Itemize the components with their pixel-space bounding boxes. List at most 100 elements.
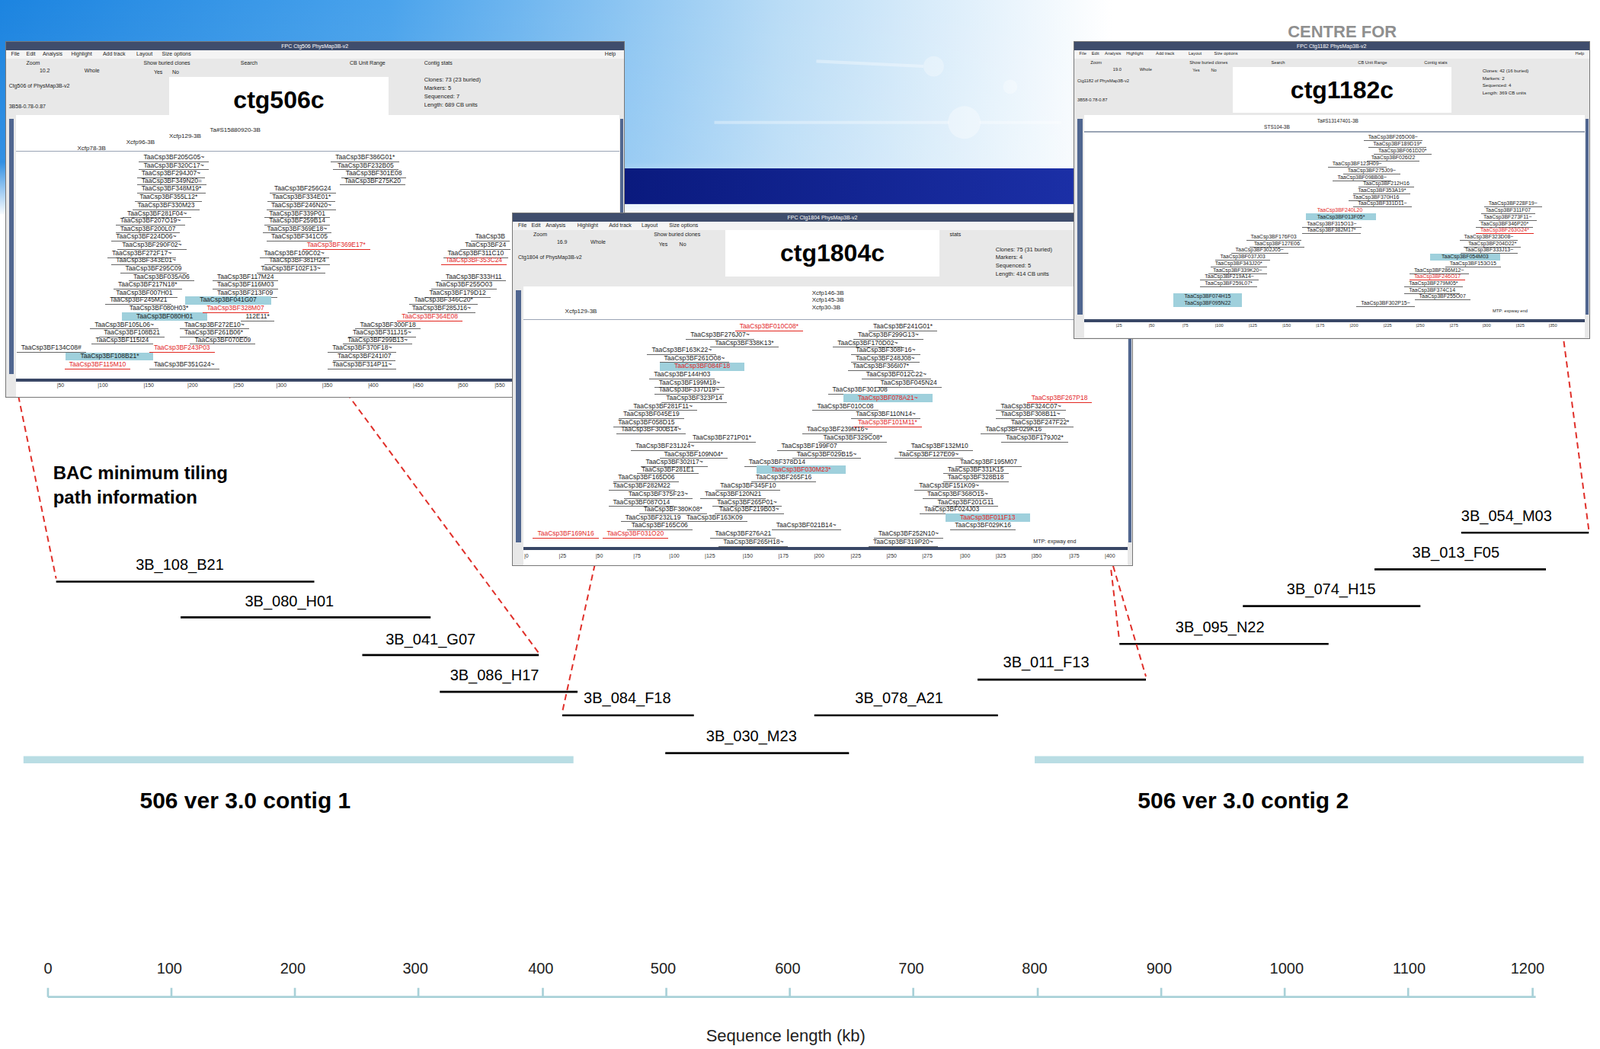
clone-label: TaaCsp3BF301J08 [832, 386, 888, 394]
clone-label: TaaCsp3BF101M11* [857, 419, 918, 427]
clone-span-line [688, 441, 756, 443]
clone-label: TaaCsp3BF255O03 [435, 281, 493, 289]
clone-label: TaaCsp3BF239M16~ [806, 425, 868, 434]
clone-label: TaaCsp3BF165D06 [617, 473, 675, 482]
figure-label: stats [950, 231, 962, 238]
clone-label: TaaCsp3BF265P01~ [716, 499, 778, 507]
clone-label: TaaCsp3BF272F17~ [112, 249, 172, 258]
clone-label: TaaCsp3BF246O17 [1414, 273, 1461, 280]
figure-label: 500 [650, 960, 676, 978]
window-title: FPC Ctg1182 PhysMap3B-v2 [1074, 41, 1590, 51]
clone-label: TaaCsp3BF248J08~ [855, 355, 915, 363]
clone-label: TaaCsp3BF116M03 [217, 281, 275, 289]
clone-label: TaaCsp3BF267P18 [1031, 394, 1088, 403]
clone-label: TaaCsp3BF199M18~ [659, 379, 720, 388]
clone-label: TaaCsp3BF261B06* [184, 329, 244, 337]
clone-label: TaaCsp3BF061D20* [1378, 147, 1428, 154]
clone-label: TaaCsp3BF343J20* [1215, 260, 1263, 267]
clone-label: TaaCsp3BF324C07~ [1000, 403, 1061, 411]
figure-label: 3B_041_G07 [385, 630, 476, 649]
figure-label: Edit [1091, 51, 1100, 57]
figure-label: Size options [1213, 51, 1238, 57]
clone-label: TaaCsp3BF300B14~ [620, 425, 682, 434]
clone-label: TaaCsp3BF328M07 [207, 304, 265, 313]
scroll-strip [1077, 118, 1083, 315]
clone-span-line [240, 320, 274, 322]
figure-label: CENTRE FOR [1287, 22, 1397, 42]
track-divider [1084, 131, 1584, 132]
figure-label: 3B_095_N22 [1175, 618, 1265, 637]
clone-label: TaaCsp3BF241G01* [873, 323, 933, 331]
figure-label: No [172, 69, 180, 76]
clone-label: TaaCsp3BF259L07* [1204, 280, 1252, 287]
figure-label: 1100 [1392, 960, 1426, 978]
clone-label: TaaCsp3BF380K08* [643, 505, 703, 514]
clone-label: TaaCsp3BF078A21~ [857, 394, 919, 403]
clone-span-line [64, 368, 132, 370]
figure-label: 1200 [1510, 960, 1546, 978]
figure-label: Ta#S15880920-3B [210, 126, 261, 134]
clone-label: TaaCsp3BF080H01 [136, 313, 193, 321]
clone-label: TaaCsp3BF265O08~ [1368, 134, 1418, 141]
clone-label: TaaCsp3BF308B11~ [1000, 410, 1060, 419]
figure-label: Highlight [577, 222, 599, 229]
clone-label: TaaCsp3BF246N20~ [271, 201, 332, 210]
clone-label: TaaCsp3BF351G24~ [153, 361, 215, 369]
figure-label: 3B_011_F13 [1003, 653, 1090, 672]
figure-label: 600 [774, 960, 800, 978]
figure-label: File [1079, 51, 1087, 57]
figure-label: Xcfp129-3B [169, 132, 202, 140]
clone-label: TaaCsp3BF349N20= [141, 177, 202, 186]
clone-label: TaaCsp3BF323D08~ [1464, 233, 1514, 240]
menu-bar [6, 50, 625, 59]
clone-label: TaaCsp3BF228F19~ [1488, 200, 1538, 207]
figure-label: |150 [742, 553, 754, 560]
clone-span-line [149, 352, 215, 353]
contig-label: ctg506c [233, 86, 324, 115]
figure-label: Sequenced: 4 [1482, 82, 1512, 88]
clone-label: TaaCsp3BF314P11~ [332, 361, 392, 369]
figure-label: |275 [921, 553, 933, 560]
contig-label-box: ctg1182c [1232, 67, 1453, 113]
clone-label: TaaCsp3BF259B14 [268, 217, 326, 225]
figure-label: Analysis [42, 51, 63, 58]
clone-label: TaaCsp3BF058D15 [617, 419, 675, 427]
clone-label: TaaCsp3BF153O15 [1449, 260, 1497, 267]
scroll-strip [9, 118, 15, 375]
figure-label: |350 [322, 382, 333, 389]
figure-label: MTP: expway end [1492, 308, 1528, 314]
clone-label: TaaCsp3BF341C05 [271, 233, 328, 241]
contig-label-box: ctg506c [169, 76, 389, 123]
menu-bar [1074, 50, 1591, 59]
clone-label: TaaCsp3BF300F18 [359, 321, 416, 330]
figure-label: Highlight [1126, 51, 1143, 57]
figure-label: MTP: expway end [1033, 538, 1076, 545]
figure-label: Edit [531, 222, 541, 229]
clone-label: TaaCsp3BF378D14 [748, 458, 806, 467]
figure-label: 200 [280, 960, 306, 978]
clone-label: TaaCsp3BF084F18 [674, 362, 730, 371]
clone-span-line [1356, 306, 1415, 308]
clone-label: TaaCsp3BF087O14 [613, 499, 671, 507]
clone-label: TaaCsp3BF151K09~ [918, 482, 980, 490]
clone-label: TaaCsp3BF031O20 [607, 530, 665, 538]
figure-label: |175 [778, 553, 790, 560]
figure-label: 506 ver 3.0 contig 2 [1137, 787, 1349, 815]
clone-span-line [950, 529, 1016, 531]
figure-label: 16.9 [556, 239, 568, 246]
clone-label: TaaCsp3BF271P01* [692, 434, 752, 442]
clone-label: TaaCsp3BF163K22~ [651, 346, 712, 355]
clone-label: TaaCsp3BF176F03 [1251, 233, 1297, 240]
figure-label: Contig stats [1424, 60, 1447, 66]
figure-label: 3B_108_B21 [135, 556, 224, 574]
figure-label: |225 [851, 553, 862, 560]
clone-label: TaaCsp3BF299G13~ [857, 331, 919, 340]
figure-label: 900 [1146, 960, 1172, 978]
figure-label: 3B58-0.78-0.87 [1077, 97, 1108, 103]
figure-label: Analysis [1104, 51, 1121, 57]
figure-label: Help [604, 51, 616, 58]
figure-label: |300 [960, 553, 971, 560]
clone-label: TaaCsp3BF189D19* [1372, 140, 1422, 148]
figure-label: File [518, 222, 527, 229]
clone-label: TaaCsp3BF012C22~ [866, 371, 927, 379]
